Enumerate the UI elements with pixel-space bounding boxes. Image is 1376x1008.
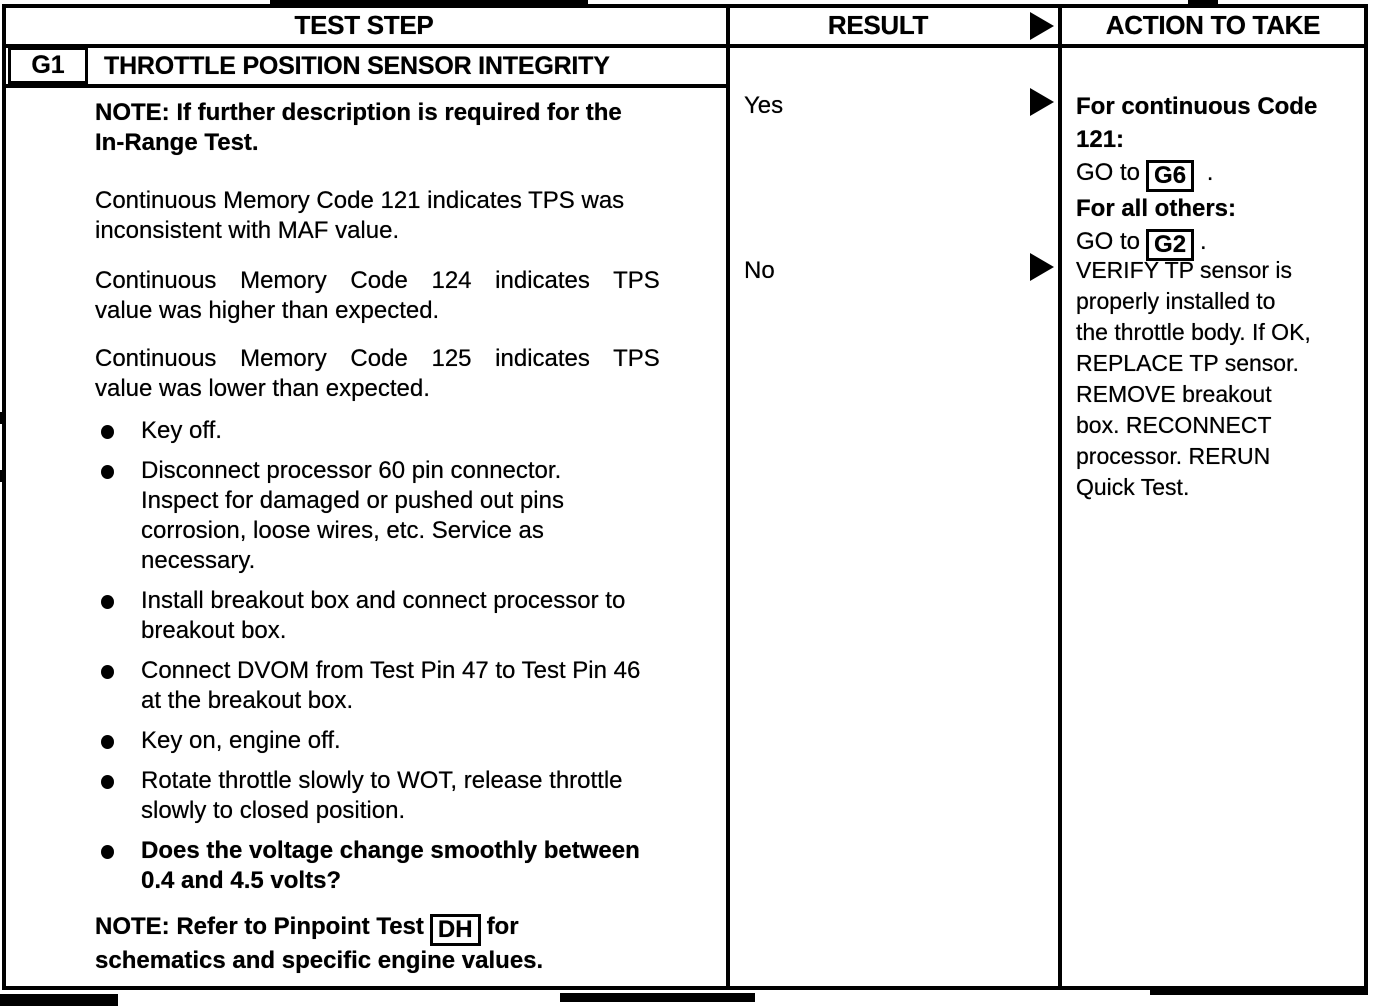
step-id-badge: G1: [8, 47, 88, 84]
note-bottom-line2: schematics and specific engine values.: [95, 947, 544, 974]
scan-artifact: [0, 994, 118, 1006]
yes-right-arrow-icon: [1030, 88, 1054, 116]
bullet-item: Disconnect processor 60 pin connector. I…: [95, 456, 711, 576]
column-divider-result-action: [1058, 4, 1062, 990]
scan-artifact: [0, 470, 3, 482]
step-ref-box-g6: G6: [1146, 160, 1195, 192]
step-title-row-divider: [2, 84, 730, 88]
goto-text: GO to: [1076, 159, 1141, 186]
column-header-action: ACTION TO TAKE: [1105, 10, 1321, 40]
action-yes-others: For all others:: [1076, 195, 1237, 222]
note-bottom-text: for: [486, 913, 519, 940]
result-no-label: No: [744, 257, 775, 284]
paragraph-line: Continuous Memory Code 125 indicates TPS: [95, 345, 660, 372]
action-yes-intro: For continuous Code 121:: [1076, 93, 1318, 153]
scan-artifact: [270, 0, 588, 8]
note-bottom-text: NOTE: Refer to Pinpoint Test: [95, 913, 424, 940]
scan-artifact: [560, 993, 755, 1002]
paragraph-code-124: Continuous Memory Code 124 indicates TPS…: [95, 266, 711, 326]
test-step-cell: NOTE: If further description is required…: [95, 90, 711, 976]
step-ref-box-g2: G2: [1146, 229, 1195, 261]
scan-artifact: [0, 412, 3, 424]
paragraph-line: value was higher than expected.: [95, 297, 440, 324]
no-right-arrow-icon: [1030, 253, 1054, 281]
paragraph-line: value was lower than expected.: [95, 375, 430, 402]
bullet-item: Install breakout box and connect process…: [95, 586, 711, 646]
table-top-border: [2, 4, 1368, 8]
result-yes-label: Yes: [744, 92, 784, 119]
pinpoint-test-ref-box: DH: [429, 914, 481, 946]
bullet-item-question: Does the voltage change smoothly between…: [95, 836, 711, 896]
column-divider-test-result: [726, 4, 730, 990]
step-title: THROTTLE POSITION SENSOR INTEGRITY: [104, 52, 610, 80]
table-left-border: [2, 4, 6, 988]
table-bottom-border: [2, 986, 1368, 990]
note-top: NOTE: If further description is required…: [95, 99, 622, 156]
table-right-border: [1364, 4, 1368, 988]
result-header-right-arrow-icon: [1030, 12, 1054, 40]
action-no-cell: VERIFY TP sensor is properly installed t…: [1076, 257, 1311, 500]
paragraph-code-125: Continuous Memory Code 125 indicates TPS…: [95, 344, 711, 404]
scan-artifact: [1188, 0, 1218, 5]
column-header-result: RESULT: [827, 10, 929, 40]
bullet-item: Key off.: [95, 416, 711, 446]
scan-artifact: [1150, 987, 1368, 995]
column-header-test-step: TEST STEP: [294, 10, 434, 40]
goto-suffix: .: [1200, 159, 1214, 186]
header-row-divider: [2, 44, 1368, 48]
bullet-item: Connect DVOM from Test Pin 47 to Test Pi…: [95, 656, 711, 716]
goto-suffix: .: [1200, 228, 1207, 255]
paragraph-line: Continuous Memory Code 124 indicates TPS: [95, 267, 660, 294]
bullet-item: Rotate throttle slowly to WOT, release t…: [95, 766, 711, 826]
goto-text: GO to: [1076, 228, 1141, 255]
paragraph-code-121: Continuous Memory Code 121 indicates TPS…: [95, 187, 625, 244]
bullet-item: Key on, engine off.: [95, 726, 711, 756]
